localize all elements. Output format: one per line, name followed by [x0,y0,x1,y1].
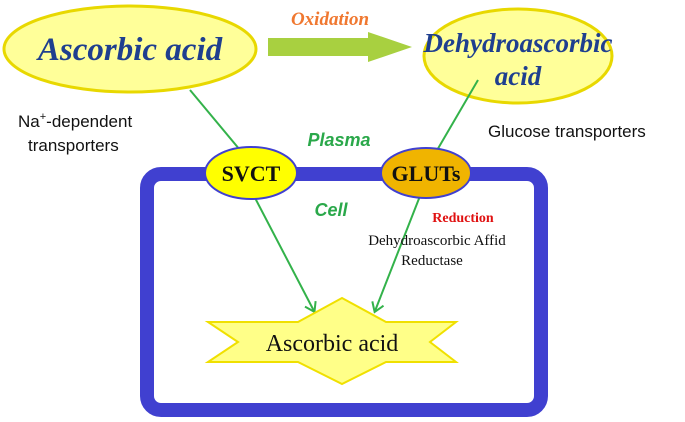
glucose-transporters-label: Glucose transporters [488,122,646,141]
arrow-svct-to-cell [253,195,317,314]
connector-ascorbic-to-svct [189,89,241,151]
dehydroascorbic-label-line1: Dehydroascorbic [423,28,613,58]
oxidation-label: Oxidation [291,9,369,30]
na-transporters-label: transporters [28,136,119,155]
plasma-label: Plasma [307,130,370,150]
dehydroascorbic-acid-ellipse [422,7,614,105]
ascorbic-acid-ellipse [2,4,258,94]
reductase-label-line2: Reductase [401,253,463,269]
reductase-label-line1: Dehydroascorbic Affid [368,233,506,249]
na-dependent-label: Na+-dependent [18,111,132,131]
cell-membrane [140,167,548,417]
connector-dehydro-to-gluts [435,79,479,153]
arrow-gluts-to-cell [371,195,421,314]
ascorbic-acid-cell-label: Ascorbic acid [266,331,399,357]
ascorbic-acid-star [204,296,459,386]
ascorbic-acid-label: Ascorbic acid [36,32,223,68]
dehydroascorbic-label-line2: acid [495,61,542,91]
svct-transporter [204,146,298,200]
svct-label: SVCT [222,161,281,186]
gluts-transporter [380,147,472,199]
cell-label: Cell [314,200,348,220]
gluts-label: GLUTs [392,161,461,186]
oxidation-arrow [268,32,412,62]
reduction-label: Reduction [432,211,494,226]
